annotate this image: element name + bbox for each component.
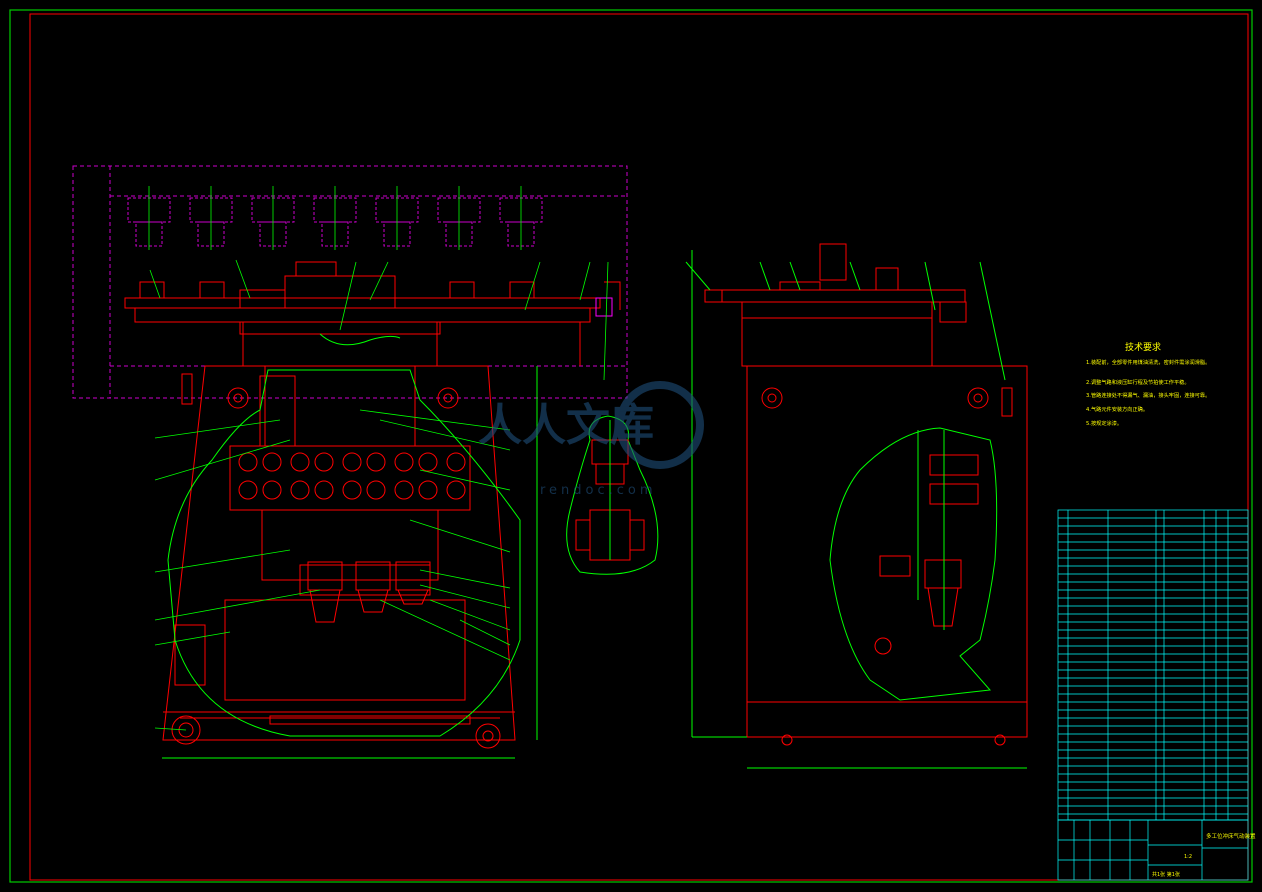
detail-view xyxy=(566,415,659,575)
notes-title: 技术要求 xyxy=(1125,341,1161,353)
inner-border xyxy=(29,13,1249,881)
drawing-scale: 1:2 xyxy=(1184,854,1192,860)
technical-notes: 技术要求 1.装配前，全部零件用煤油清洗，密封件需涂润滑脂。 2.调整气路和液压… xyxy=(1086,341,1210,427)
leader-lines-front xyxy=(149,259,609,731)
feeder-assembly xyxy=(72,165,628,399)
watermark-url: rendoc.com xyxy=(540,483,657,498)
watermark-brand: 人人文库 xyxy=(478,400,654,451)
notes-item-4: 4.气路元件安装方向正确。 xyxy=(1086,405,1148,413)
watermark: 人人文库 rendoc.com xyxy=(478,381,704,498)
parts-list xyxy=(1057,509,1249,821)
drawing-sheet: 共1张 第1张 xyxy=(1152,871,1180,878)
machine-front-view xyxy=(162,365,516,749)
notes-item-1: 1.装配前，全部零件用煤油清洗，密封件需涂润滑脂。 xyxy=(1086,358,1210,366)
title-block xyxy=(1057,819,1249,881)
notes-item-2: 2.调整气路和液压缸行程及节拍使工作平稳。 xyxy=(1086,378,1190,386)
machine-front-outline xyxy=(162,366,538,759)
machine-side-outline xyxy=(685,250,1027,769)
drawing-title: 多工位冲床气动装置 xyxy=(1206,832,1256,840)
notes-item-3: 3.管路连接处不得漏气、漏油，接头牢固，连接可靠。 xyxy=(1086,391,1210,399)
outer-border xyxy=(9,9,1253,883)
watermark-logo-icon xyxy=(616,381,704,469)
machine-side-view xyxy=(704,243,1028,746)
notes-item-5: 5.按规定涂漆。 xyxy=(1086,419,1122,427)
